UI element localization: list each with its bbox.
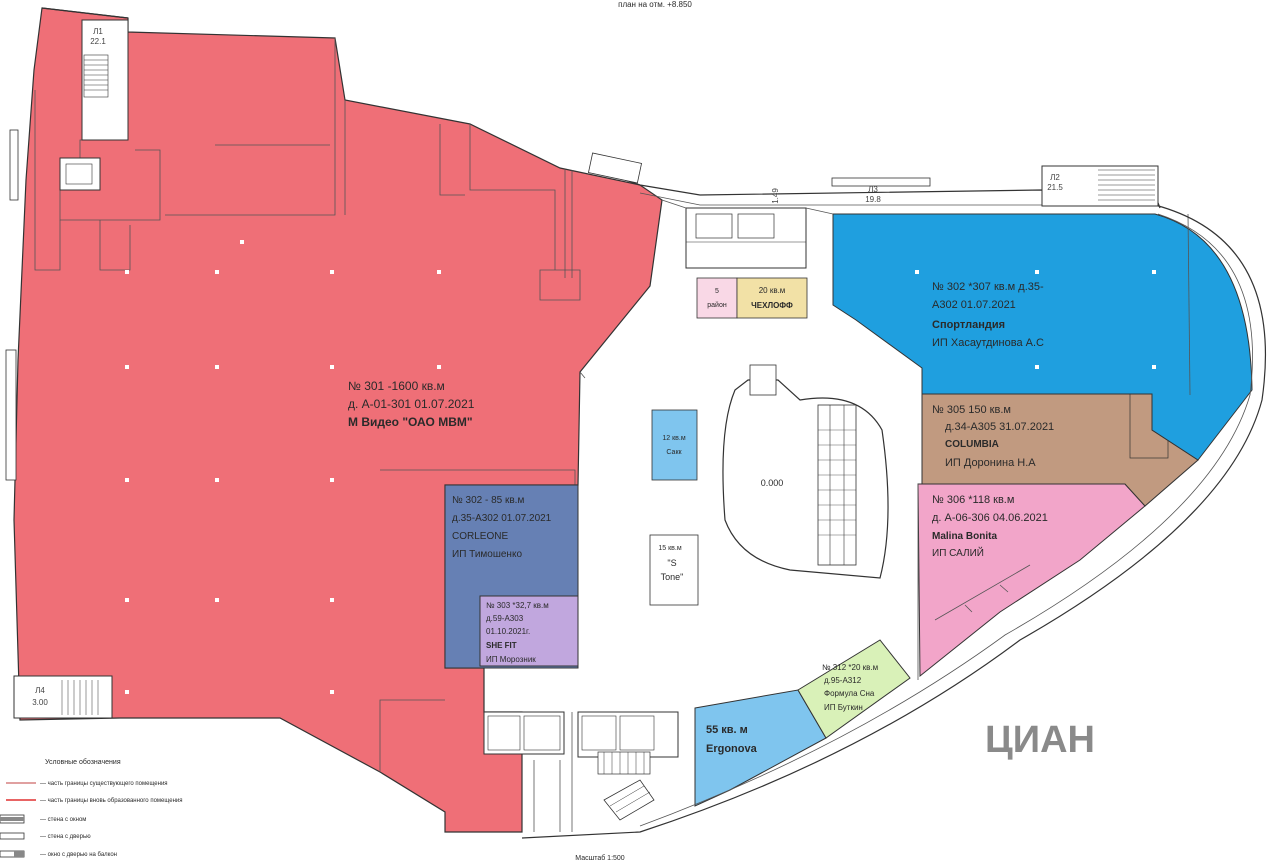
legend-title: Условные обозначения [45,758,121,766]
unit-303-line3: 01.10.2021г. [486,627,530,636]
kiosk-blue-line1: 12 кв.м [662,435,685,442]
unit-chehol-area[interactable] [736,277,808,319]
unit-303-line4: SHE FIT [486,641,517,650]
unit-302-corleone-label: № 302 - 85 кв.м д.35-А302 01.07.2021 COR… [452,495,552,560]
unit-small-pink-line2: район [707,301,727,309]
unit-302-sport-line2: А302 01.07.2021 [932,299,1016,311]
unit-312-label: № 312 *20 кв.м д.95-А312 Формула Сна ИП … [822,663,878,712]
facade-mark-3: 19.8 [865,195,881,204]
unit-302-corleone-line2: д.35-А302 01.07.2021 [452,513,552,524]
unit-312-area[interactable] [797,639,911,739]
unit-small-pink-label: 5 район [707,288,727,309]
unit-306-line1: № 306 *118 кв.м [932,494,1014,506]
unit-312-line2: д.95-А312 [824,676,862,685]
legend-item-1: — часть границы существующего помещения [40,781,168,787]
stair-1-mark-top: Л1 [93,27,103,36]
stair-2-mark-bottom: 21.5 [1047,183,1063,192]
legend: Условные обозначения — часть границы сущ… [0,758,182,858]
kiosk-blue-line2: Сакк [666,449,682,456]
unit-303-area[interactable] [479,595,579,667]
kiosk-white-line1: 15 кв.м [658,545,681,552]
unit-305-label: № 305 150 кв.м д.34-А305 31.07.2021 COLU… [932,404,1054,469]
unit-ergonova-line2: Ergonova [706,743,758,755]
atrium-label: 0.000 [761,478,784,488]
top-service-rooms [685,207,807,269]
unit-305-line2: д.34-А305 31.07.2021 [945,421,1054,433]
scale-caption: Масштаб 1:500 [575,854,625,862]
unit-306-line3: Malina Bonita [932,531,997,542]
unit-312-line1: № 312 *20 кв.м [822,663,878,672]
unit-small-pink-area[interactable] [696,277,738,319]
unit-301-label: № 301 -1600 кв.м д. А-01-301 01.07.2021 … [348,379,475,429]
unit-302-sport-area[interactable] [832,213,1253,461]
unit-306-line2: д. А-06-306 04.06.2021 [932,512,1048,524]
unit-312-line4: ИП Буткин [824,703,863,712]
legend-item-5: — окно с дверью на балкон [40,852,117,858]
legend-item-4: — стена с дверью [40,834,91,840]
kiosk-white-line2: "S [667,558,676,568]
kiosk-blue-area[interactable] [651,409,698,481]
unit-303-label: № 303 *32,7 кв.м д.59-А303 01.10.2021г. … [486,601,549,664]
kiosk-white-label: 15 кв.м "S Tone" [658,545,683,582]
facade-mark-2: Л3 [868,185,878,194]
unit-small-pink-line1: 5 [715,288,719,295]
unit-ergonova-label: 55 кв. м Ergonova [706,724,758,755]
unit-305-line4: ИП Доронина Н.А [945,457,1036,469]
stair-2-mark-top: Л2 [1050,173,1060,182]
legend-item-2: — часть границы вновь образованного поме… [40,798,182,804]
atrium: 0.000 [722,364,889,579]
unit-305-line3: COLUMBIA [945,439,999,450]
unit-302-corleone-line3: CORLEONE [452,531,508,542]
kiosk-white-line3: Tone" [661,572,684,582]
elevator-shaft [59,157,101,191]
unit-302-sport-line1: № 302 *307 кв.м д.35- [932,281,1044,293]
unit-302-corleone-line1: № 302 - 85 кв.м [452,495,524,506]
unit-chehol-line2: ЧЕХЛОФФ [751,301,793,310]
unit-301-line3: М Видео "ОАО МВМ" [348,415,473,429]
unit-301-line2: д. А-01-301 01.07.2021 [348,397,475,411]
unit-chehol-label: 20 кв.м ЧЕХЛОФФ [751,286,793,310]
unit-ergonova-line1: 55 кв. м [706,724,748,736]
stair-3-mark-top: Л4 [35,686,45,695]
unit-301-walls [29,32,581,772]
stair-1: Л1 22.1 [81,19,129,141]
stair-3-mark-bottom: 3.00 [32,698,48,707]
facade-mark-1: 1.49 [771,188,780,204]
legend-item-3: — стена с окном [40,817,86,823]
stair-3: Л4 3.00 [13,675,113,719]
unit-301-line1: № 301 -1600 кв.м [348,379,445,393]
unit-302-sport-columns [915,270,1156,369]
unit-chehol-line1: 20 кв.м [759,286,786,295]
watermark: ЦИАН [985,719,1095,761]
unit-302-corleone-line4: ИП Тимошенко [452,549,522,560]
outer-wall-curve [521,204,1266,839]
unit-303-line5: ИП Морозник [486,655,536,664]
unit-303-line2: д.59-А303 [486,614,524,623]
kiosk-white-area[interactable] [649,534,699,606]
unit-302-sport-line4: ИП Хасаутдинова А.С [932,337,1044,349]
unit-ergonova-area[interactable] [694,689,827,807]
bottom-service-rooms [483,711,679,832]
unit-312-line3: Формула Сна [824,689,875,698]
unit-306-line4: ИП САЛИЙ [932,546,984,559]
window-mark-left-top [9,129,19,201]
stair-1-mark-bottom: 22.1 [90,37,106,46]
stair-2: Л2 21.5 [1041,165,1159,207]
unit-306-label: № 306 *118 кв.м д. А-06-306 04.06.2021 M… [932,494,1048,559]
unit-302-sport-label: № 302 *307 кв.м д.35- А302 01.07.2021 Сп… [932,281,1044,349]
plan-caption: план на отм. +8.850 [618,0,692,9]
unit-303-line1: № 303 *32,7 кв.м [486,601,549,610]
unit-305-line1: № 305 150 кв.м [932,404,1011,416]
unit-302-sport-line3: Спортландия [932,319,1005,331]
kiosk-blue-label: 12 кв.м Сакк [662,435,685,456]
window-mark-left-bottom [5,349,17,481]
